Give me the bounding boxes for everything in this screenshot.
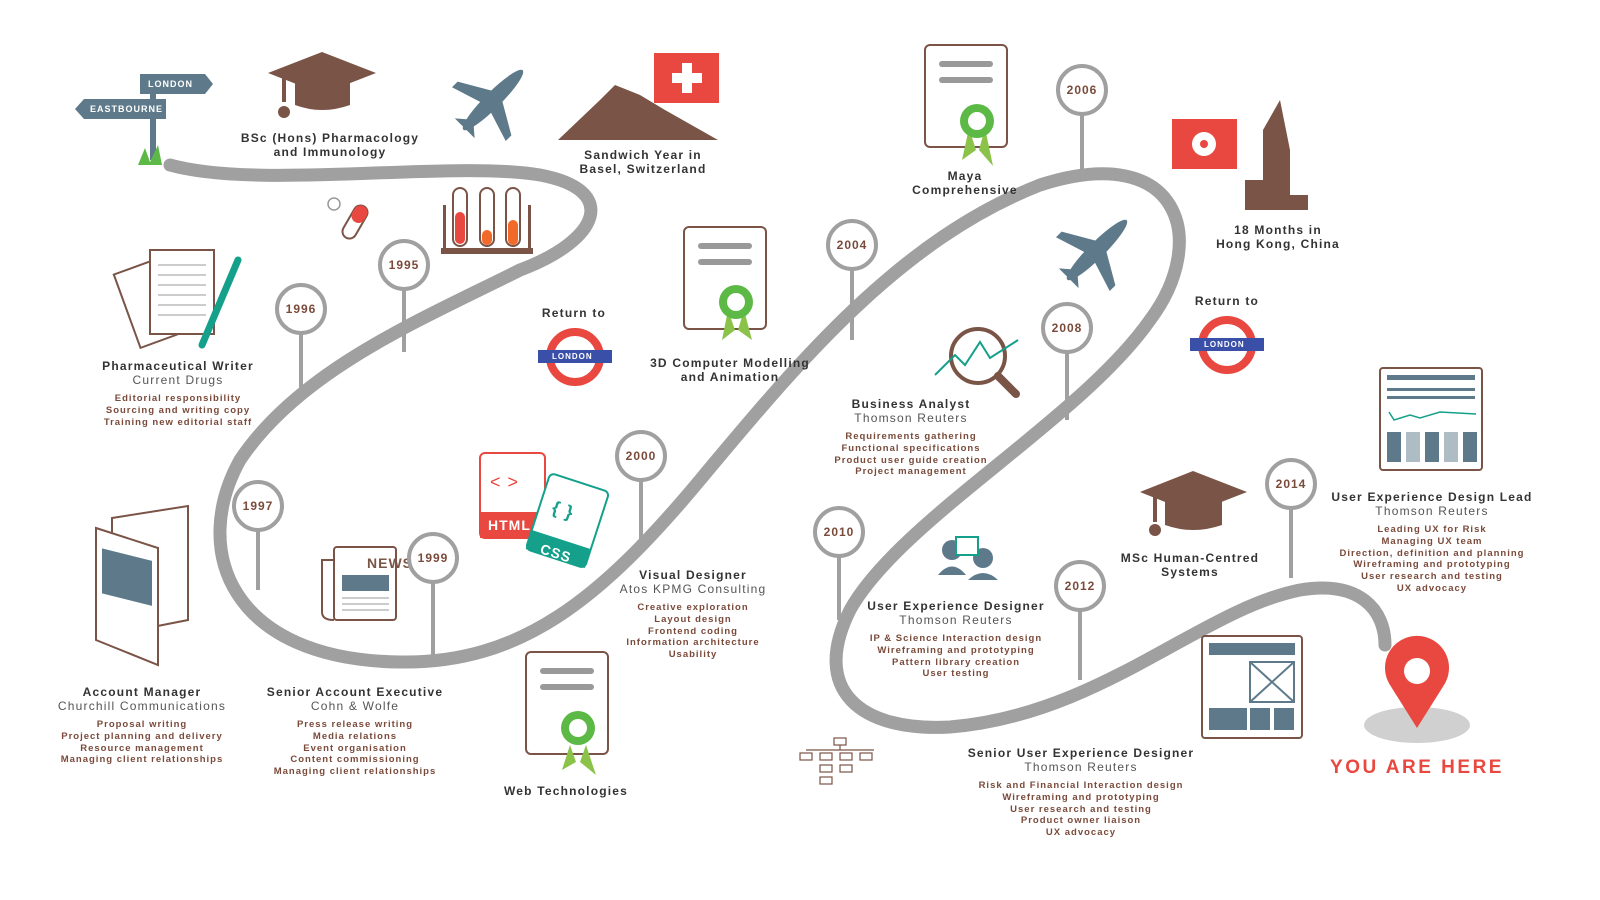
signpost-icon <box>75 74 213 165</box>
education-web: Web Technologies <box>503 784 629 798</box>
html-css-icon <box>479 452 610 569</box>
year-marker: 1999 <box>407 532 459 584</box>
hong-kong-flag-icon <box>1172 119 1237 169</box>
year-marker: 1995 <box>378 239 430 291</box>
timeline-road <box>163 158 1392 734</box>
certificate-icon <box>683 226 767 340</box>
graduation-cap-icon <box>1140 471 1247 536</box>
year-marker: 2010 <box>813 506 865 558</box>
skyscraper-icon <box>1245 100 1308 210</box>
test-tubes-icon <box>441 187 533 254</box>
year-marker: 1996 <box>275 283 327 335</box>
certificate-icon <box>525 651 609 775</box>
year-marker: 2006 <box>1056 64 1108 116</box>
signpost-london: LONDON <box>148 79 193 89</box>
year-marker: 2004 <box>826 219 878 271</box>
year-marker: 2008 <box>1041 302 1093 354</box>
documents-pen-icon <box>112 249 215 350</box>
airplane-icon <box>1055 219 1128 292</box>
london-underground-icon <box>538 328 612 386</box>
year-marker: 2014 <box>1265 458 1317 510</box>
signpost-eastbourne: EASTBOURNE <box>90 104 164 114</box>
newspaper-icon <box>321 546 397 621</box>
mountains-icon <box>558 85 718 140</box>
you-are-here-label: YOU ARE HERE <box>1330 757 1504 778</box>
html-tag-glyph: < > <box>490 472 520 492</box>
wireframe-icon <box>1201 635 1303 739</box>
return-label: Return to <box>1194 294 1260 308</box>
graduation-cap-icon <box>268 52 376 118</box>
user-testing-icon <box>938 536 998 580</box>
london-underground-icon <box>1190 316 1264 374</box>
year-marker: 2012 <box>1054 560 1106 612</box>
dashboard-icon <box>1379 367 1483 471</box>
airplane-icon <box>451 69 524 142</box>
year-marker: 2000 <box>615 430 667 482</box>
pen-icon <box>198 256 242 349</box>
news-label: NEWS <box>367 555 413 571</box>
html-label: HTML <box>488 517 531 533</box>
location-pin-icon <box>1364 635 1470 743</box>
swiss-flag-icon <box>654 53 719 103</box>
london-badge: LONDON <box>552 352 593 361</box>
pill-icon <box>341 204 369 240</box>
analytics-magnifier-icon <box>934 327 1020 398</box>
brochure-icon <box>95 504 189 667</box>
year-marker: 1997 <box>232 480 284 532</box>
certificate-icon <box>924 44 1008 166</box>
london-badge: LONDON <box>1204 340 1245 349</box>
sitemap-icon <box>799 737 874 785</box>
return-label: Return to <box>541 306 607 320</box>
